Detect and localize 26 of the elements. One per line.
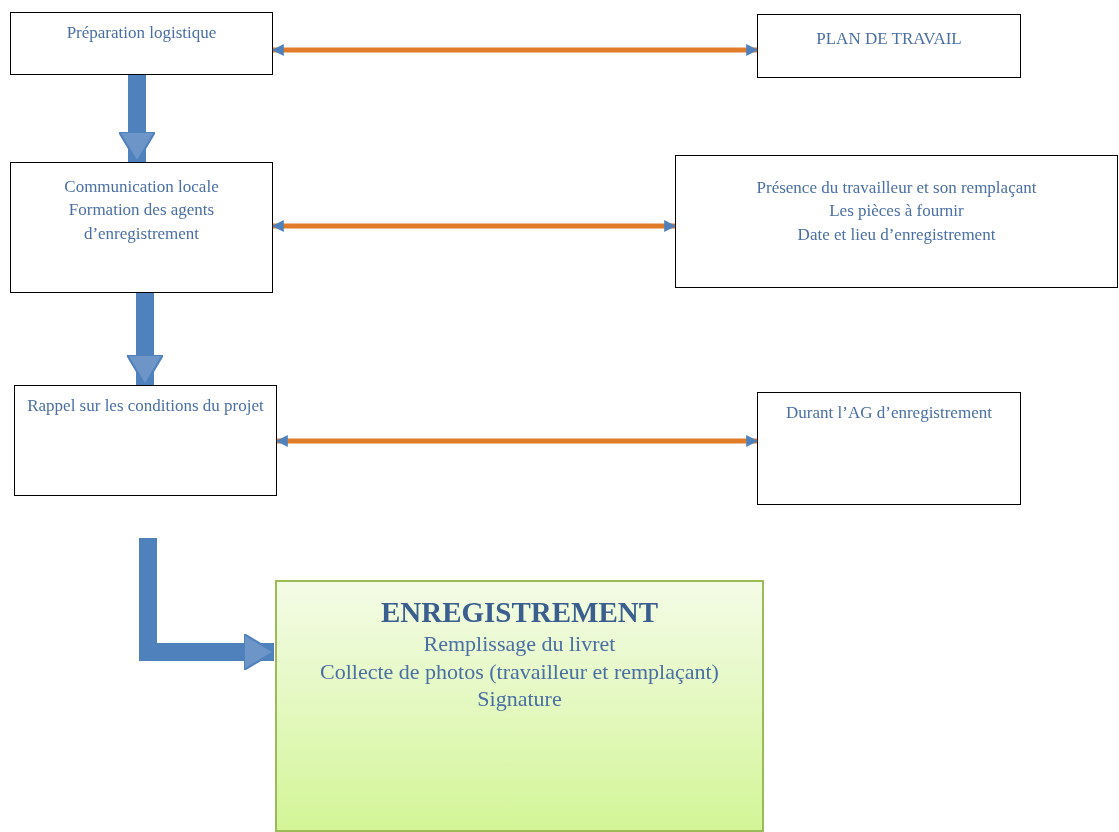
- box-text: Communication locale: [64, 176, 219, 198]
- box-text: Durant l’AG d’enregistrement: [786, 402, 992, 424]
- box-text: Signature: [477, 685, 562, 713]
- block-arrow: [121, 75, 153, 163]
- block-arrow: [139, 538, 275, 668]
- process-box: [10, 162, 273, 293]
- box-heading: ENREGISTREMENT: [380, 595, 659, 630]
- box-text: Collecte de photos (travailleur et remplaçant): [320, 657, 719, 686]
- box-text: PLAN DE TRAVAIL: [816, 28, 962, 50]
- double-arrow: [271, 44, 759, 56]
- double-arrow: [271, 220, 677, 232]
- block-arrow: [129, 293, 161, 386]
- process-box: [757, 392, 1021, 505]
- highlight-box: [275, 580, 764, 832]
- box-text: Préparation logistique: [66, 22, 217, 44]
- process-box: [14, 385, 277, 496]
- process-box: [10, 12, 273, 75]
- box-text: Formation des agents d’enregistrement: [67, 199, 216, 245]
- double-arrow: [275, 435, 759, 447]
- box-text: Rappel sur les conditions du projet: [27, 395, 264, 417]
- box-text: Présence du travailleur et son remplaçant: [756, 177, 1037, 199]
- box-text: Les pièces à fournir: [829, 200, 964, 223]
- box-text: Remplissage du livret: [423, 630, 616, 658]
- process-box: [757, 14, 1021, 78]
- process-box: [675, 155, 1118, 288]
- box-text: Date et lieu d’enregistrement: [797, 223, 996, 246]
